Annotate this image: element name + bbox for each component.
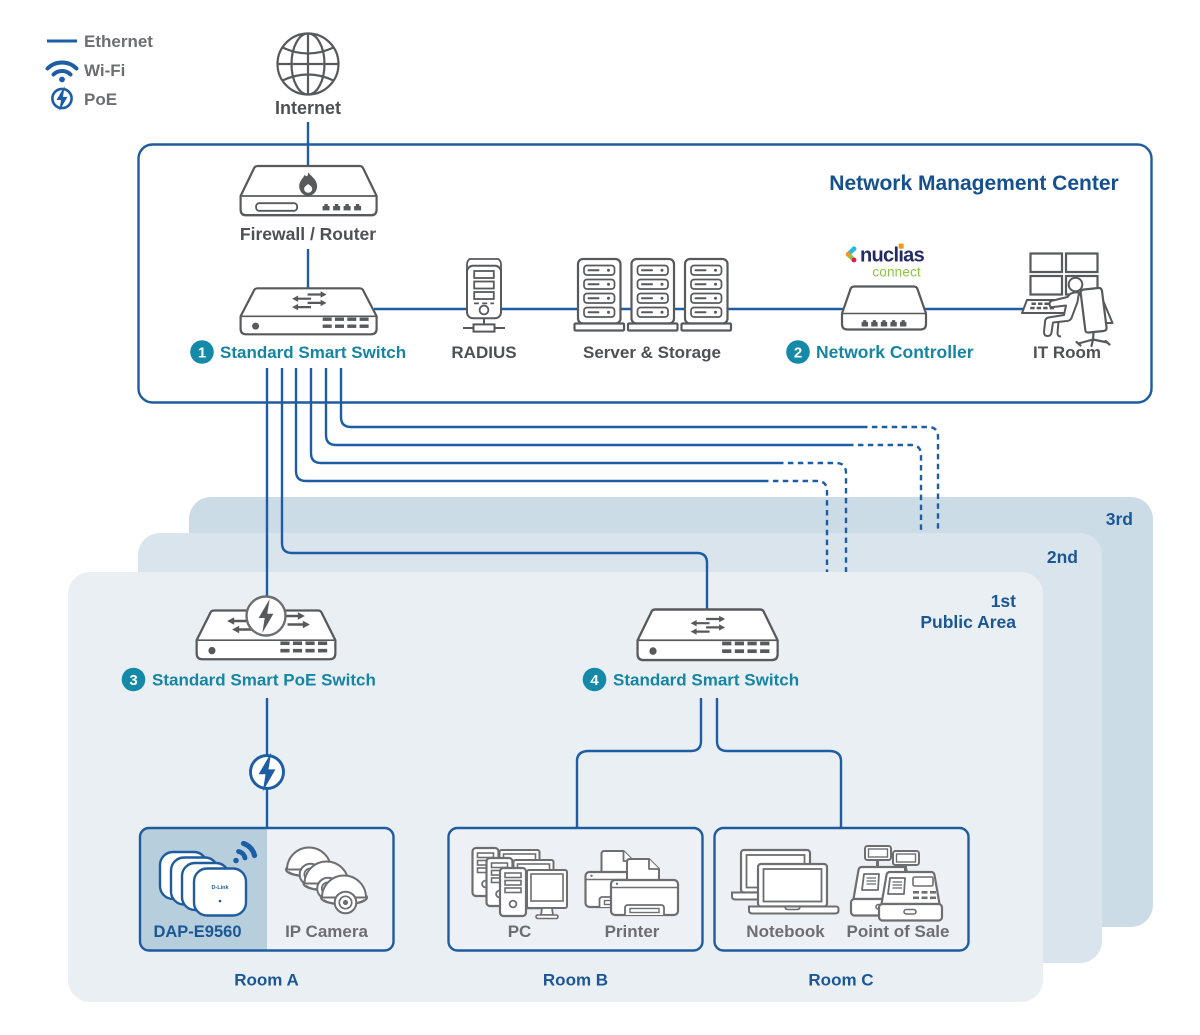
svg-text:Network Controller: Network Controller	[816, 342, 974, 362]
svg-text:PoE: PoE	[84, 90, 117, 109]
svg-text:nuclias: nuclias	[860, 245, 925, 267]
svg-text:Room C: Room C	[808, 971, 873, 990]
svg-text:1: 1	[198, 345, 206, 362]
svg-text:Server & Storage: Server & Storage	[583, 343, 721, 362]
svg-text:DAP-E9560: DAP-E9560	[153, 923, 241, 941]
svg-text:IT Room: IT Room	[1033, 343, 1101, 362]
svg-text:Ethernet: Ethernet	[84, 32, 153, 51]
svg-text:Standard Smart Switch: Standard Smart Switch	[220, 343, 406, 362]
svg-text:Printer: Printer	[605, 922, 660, 941]
svg-text:4: 4	[590, 672, 599, 689]
svg-text:IP Camera: IP Camera	[285, 922, 368, 941]
svg-text:Firewall / Router: Firewall / Router	[240, 224, 376, 244]
svg-text:Network Management Center: Network Management Center	[829, 172, 1118, 195]
svg-text:Room A: Room A	[234, 971, 299, 990]
svg-text:3rd: 3rd	[1106, 509, 1133, 529]
svg-text:2nd: 2nd	[1047, 547, 1078, 567]
svg-text:Standard Smart Switch: Standard Smart Switch	[613, 671, 799, 690]
svg-text:Notebook: Notebook	[746, 922, 825, 941]
svg-text:Wi-Fi: Wi-Fi	[84, 61, 125, 80]
svg-text:Internet: Internet	[275, 98, 341, 118]
svg-text:RADIUS: RADIUS	[451, 343, 516, 362]
svg-text:3: 3	[129, 672, 137, 689]
svg-text:Room B: Room B	[543, 971, 608, 990]
svg-text:D-Link: D-Link	[211, 885, 229, 891]
svg-text:2: 2	[794, 345, 802, 362]
svg-text:Public Area: Public Area	[920, 612, 1016, 632]
svg-text:PC: PC	[508, 922, 532, 941]
svg-text:Point of Sale: Point of Sale	[847, 922, 950, 941]
svg-text:Standard Smart PoE Switch: Standard Smart PoE Switch	[152, 671, 376, 690]
svg-text:connect: connect	[872, 265, 921, 280]
svg-text:1st: 1st	[991, 591, 1016, 611]
